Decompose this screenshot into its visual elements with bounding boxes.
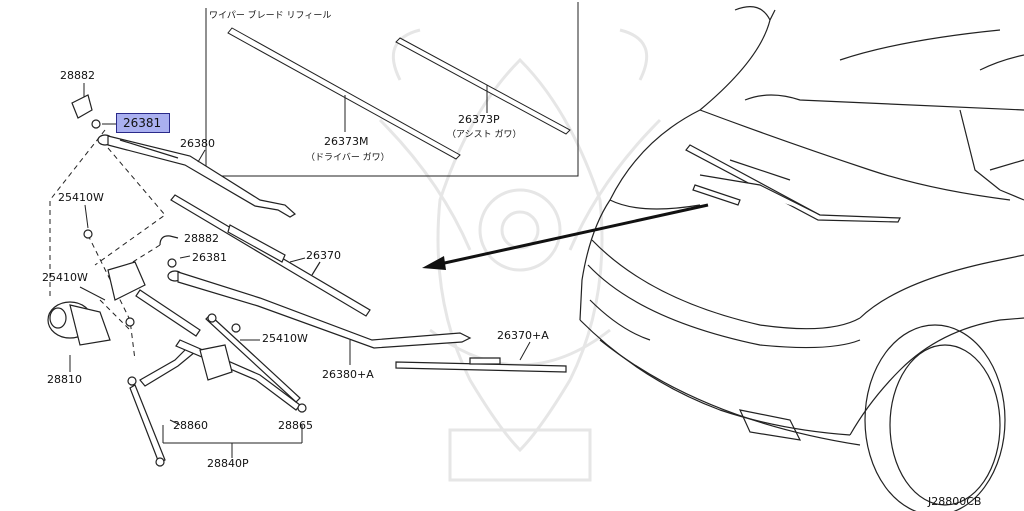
part-label-26373m: 26373M [324, 135, 369, 148]
refill-title: ワイパー ブレード リフィール [209, 11, 332, 21]
leader-lines [69, 204, 306, 458]
refill-inset-box [205, 2, 579, 177]
part-label-28865: 28865 [278, 419, 313, 432]
part-label-26373p: 26373P [458, 113, 500, 126]
vehicle-wipers [685, 144, 901, 223]
linkage-28840p[interactable] [83, 229, 307, 467]
part-note-26373p: （アシスト ガワ） [447, 130, 522, 140]
refill-driver-strip[interactable] [227, 27, 461, 160]
part-label-26381-mid: 26381 [192, 251, 227, 264]
refill-assist-strip[interactable] [395, 37, 571, 135]
diagram-code: J28800CB [928, 495, 982, 508]
part-label-26380: 26380 [180, 137, 215, 150]
wiper-arm-26380[interactable] [97, 134, 297, 218]
wiper-motor-28810[interactable] [47, 301, 111, 346]
cap-28882-top[interactable] [71, 94, 101, 129]
vehicle-outline [579, 6, 1024, 511]
part-label-25410w-a: 25410W [58, 191, 104, 204]
part-label-28860: 28860 [173, 419, 208, 432]
part-label-28810: 28810 [47, 373, 82, 386]
part-label-26370: 26370 [306, 249, 341, 262]
wiper-blade-26370[interactable] [170, 194, 371, 317]
watermark-crest [378, 28, 662, 482]
part-label-25410w-b: 25410W [42, 271, 88, 284]
wiper-arm-26380a[interactable] [167, 270, 472, 349]
cap-28882-mid[interactable] [159, 235, 179, 268]
part-note-26373m: （ドライバー ガワ） [306, 153, 390, 163]
part-label-26381-highlight[interactable]: 26381 [116, 113, 170, 133]
pointer-arrow [422, 203, 709, 270]
part-label-28840p: 28840P [207, 457, 249, 470]
part-label-26370a: 26370+A [497, 329, 549, 342]
part-label-28882-top: 28882 [60, 69, 95, 82]
part-label-26380a: 26380+A [322, 368, 374, 381]
part-label-28882-mid: 28882 [184, 232, 219, 245]
wiper-blade-26370a[interactable] [395, 357, 567, 373]
part-label-25410w-c: 25410W [262, 332, 308, 345]
